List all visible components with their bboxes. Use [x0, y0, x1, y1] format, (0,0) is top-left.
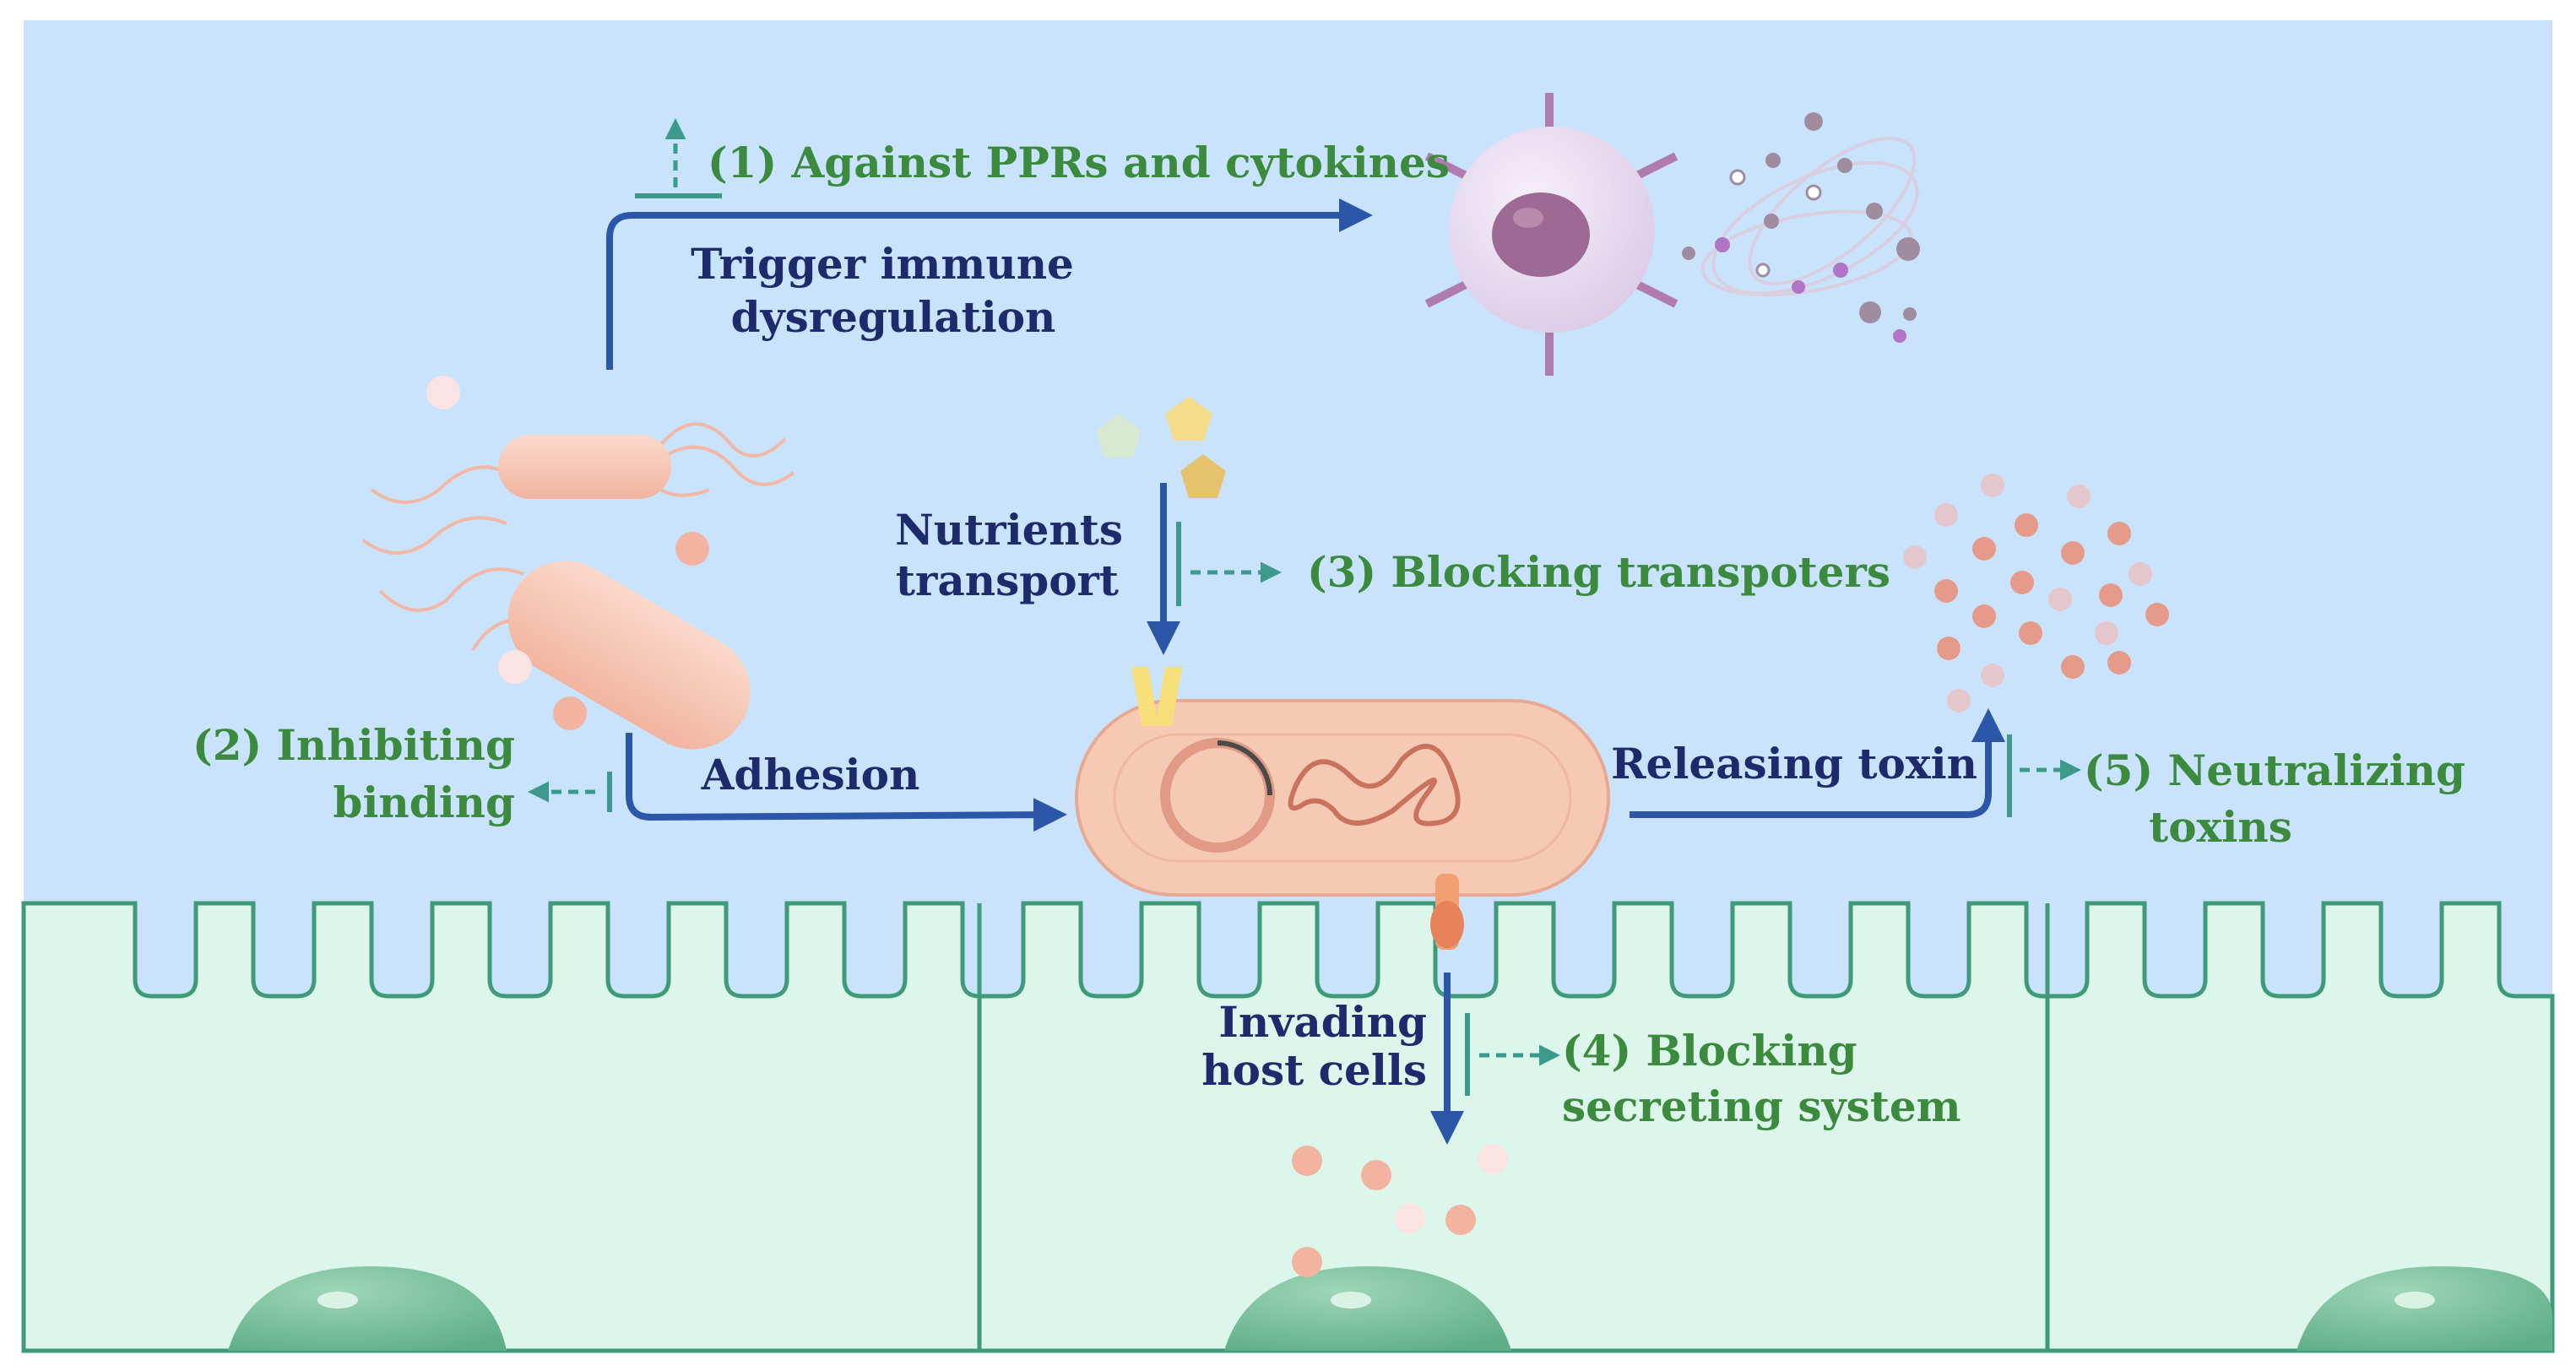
label-step2-line2: binding: [333, 778, 515, 827]
adhesion-arrow: [626, 733, 1067, 832]
bacterial-particle: [498, 650, 532, 684]
host-nucleus: [1224, 1266, 1511, 1351]
bacterial-particle: [675, 532, 709, 566]
host-nucleus: [228, 1266, 507, 1351]
transporter-channel: [1131, 667, 1182, 726]
nutrient-molecule: [1165, 397, 1212, 441]
label-invading-line2: host cells: [1201, 1045, 1427, 1095]
nutrient-molecule: [1096, 414, 1142, 458]
inhibition-marker-1: [635, 118, 722, 198]
free-bacteria: [361, 422, 795, 750]
inhibition-marker-2: [528, 772, 612, 812]
invading-particles: [1292, 1144, 1508, 1277]
label-nutrients-line2: transport: [896, 555, 1119, 605]
nucleus-highlight: [1331, 1292, 1371, 1309]
label-step2-line1: (2) Inhibiting: [193, 720, 515, 770]
immune-trigger-arrow: [606, 198, 1373, 370]
label-step5-line2: toxins: [2149, 802, 2292, 852]
label-step4-line1: (4) Blocking: [1562, 1026, 1857, 1076]
bacterial-particle: [553, 696, 587, 730]
label-releasing-toxin: Releasing toxin: [1611, 739, 1977, 788]
label-trigger-line1: Trigger immune: [691, 239, 1074, 289]
label-adhesion: Adhesion: [701, 750, 920, 799]
central-bacterium: [1075, 699, 1610, 897]
label-step1: (1) Against PPRs and cytokines: [708, 138, 1450, 187]
bacterial-particle: [426, 376, 460, 409]
toxin-release-arrow: [1630, 708, 2005, 818]
label-step4-line2: secreting system: [1562, 1081, 1961, 1131]
nucleus-highlight: [2394, 1292, 2435, 1309]
label-step3: (3) Blocking transpoters: [1307, 547, 1890, 597]
secretion-system: [1430, 874, 1464, 950]
cytokine-beads: [1682, 112, 1920, 343]
host-nucleus: [2297, 1266, 2552, 1351]
nutrient-molecule: [1180, 454, 1226, 498]
label-trigger-line2: dysregulation: [731, 292, 1056, 342]
immune-cell: [1424, 93, 1678, 376]
inhibition-marker-5: [2007, 734, 2081, 817]
inhibition-marker-3: [1176, 522, 1282, 606]
label-invading-line1: Invading: [1219, 997, 1427, 1047]
label-nutrients-line1: Nutrients: [895, 505, 1123, 555]
toxin-cluster: [1903, 474, 2169, 713]
nucleus-highlight: [317, 1292, 358, 1309]
host-epithelium: [21, 901, 2555, 1353]
inhibition-marker-4: [1465, 1013, 1560, 1096]
label-step5-line1: (5) Neutralizing: [2084, 745, 2465, 795]
